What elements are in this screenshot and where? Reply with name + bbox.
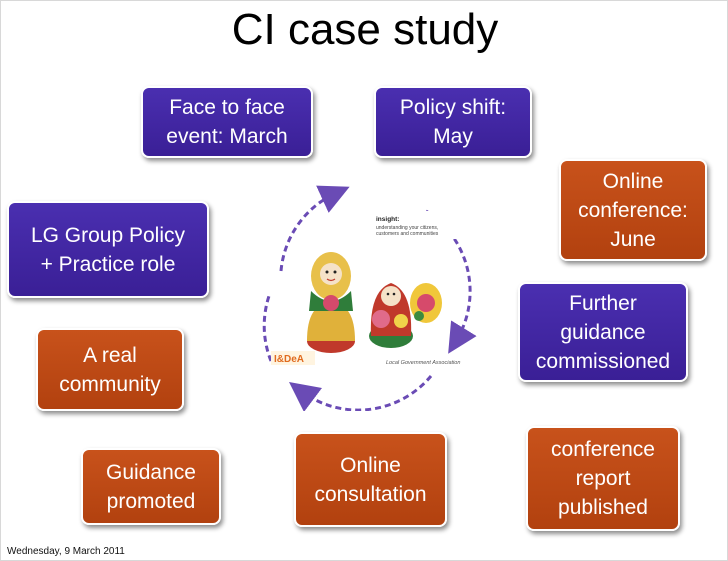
lga-logo: Local Government Association — [386, 360, 460, 366]
cycle-arrow — [262, 295, 273, 362]
insight-sub2: customers and communities — [376, 231, 439, 237]
box-further-guidance: Further guidance commissioned — [518, 282, 688, 382]
footer-date: Wednesday, 9 March 2011 — [7, 546, 125, 557]
cycle-illustration: insight: understanding your citizens, cu… — [262, 185, 477, 411]
box-policy-shift: Policy shift: May — [374, 86, 532, 158]
idea-logo-box — [271, 351, 315, 365]
box-conference-report: conference report published — [526, 426, 680, 531]
box-guidance-promoted: Guidance promoted — [81, 448, 221, 525]
insight-title: insight: — [376, 216, 399, 223]
cycle-arrow — [425, 209, 477, 354]
insight-sub1: understanding your citizens, — [376, 225, 438, 231]
idea-logo: I&DeA — [274, 354, 304, 365]
box-online-conference: Online conference: June — [559, 159, 707, 261]
cycle-arrow — [289, 375, 433, 411]
nesting-dolls-image — [307, 252, 442, 353]
slide-title: CI case study — [231, 5, 499, 54]
box-real-community: A real community — [36, 328, 184, 411]
cycle-arrow — [279, 185, 350, 272]
box-online-consultation: Online consultation — [294, 432, 447, 527]
box-lg-group-policy: LG Group Policy + Practice role — [7, 201, 209, 298]
box-face-to-face: Face to face event: March — [141, 86, 313, 158]
